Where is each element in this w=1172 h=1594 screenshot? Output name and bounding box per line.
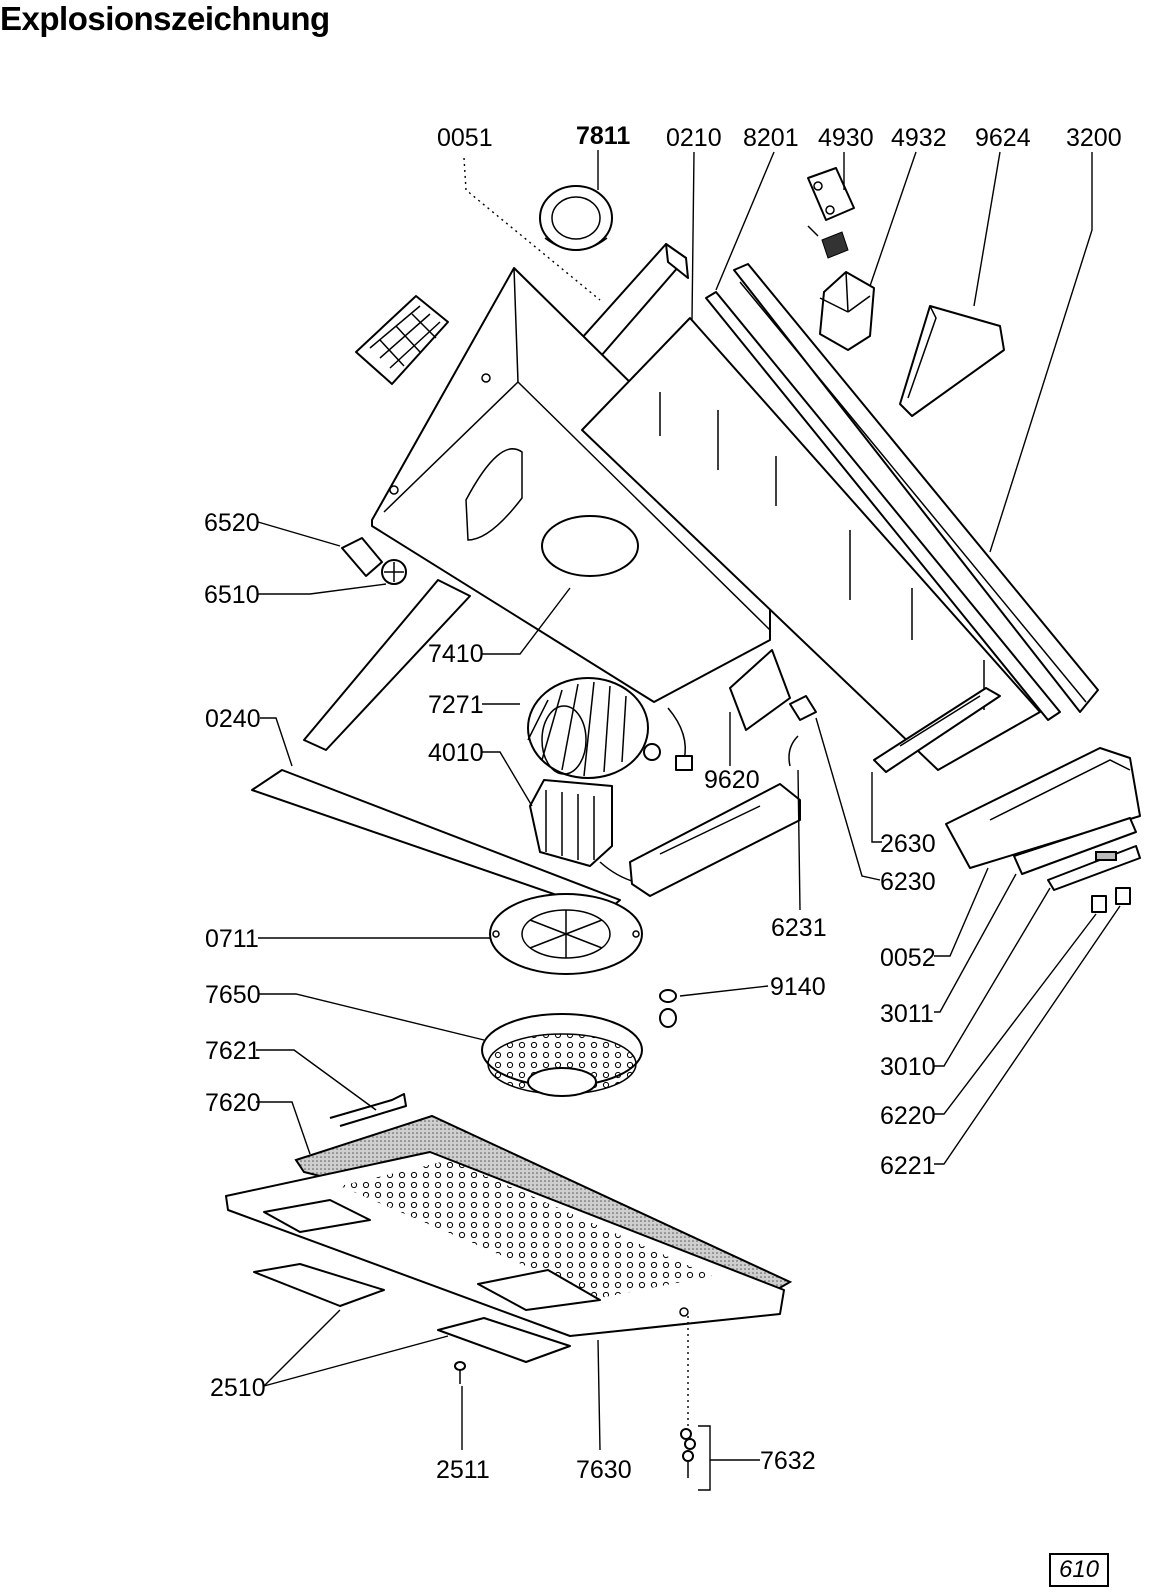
part-3200-side-profile [733, 263, 1099, 713]
label-6510: 6510 [204, 581, 260, 609]
label-7410: 7410 [428, 640, 484, 668]
part-7621-clip [329, 1093, 407, 1127]
part-7632-fastener-set [680, 1425, 711, 1491]
label-3011: 3011 [880, 1000, 934, 1028]
label-2511: 2511 [436, 1456, 490, 1484]
part-7811-duct-connector [539, 185, 613, 251]
part-0210-frame [581, 317, 1041, 771]
label-0052: 0052 [880, 944, 936, 972]
label-9624: 9624 [975, 124, 1031, 152]
label-0051: 0051 [437, 124, 493, 152]
part-9140-knobs [659, 989, 677, 1028]
label-6231: 6231 [771, 914, 827, 942]
label-8201: 8201 [743, 124, 799, 152]
label-2630: 2630 [880, 830, 936, 858]
page-title: Explosionszeichnung [0, 0, 330, 37]
label-4930: 4930 [818, 124, 874, 152]
part-4010-motor [529, 779, 645, 885]
part-hood-housing [371, 267, 771, 703]
label-6520: 6520 [204, 509, 260, 537]
part-6231-wire [788, 735, 799, 767]
part-7650-grease-filter [481, 1013, 643, 1097]
label-7811: 7811 [576, 122, 630, 150]
part-0240-strip-lower [251, 769, 621, 913]
label-0240: 0240 [205, 705, 261, 733]
part-2510-cover-right [437, 1317, 571, 1363]
part-0711-motor-plate [489, 893, 643, 975]
label-3200: 3200 [1066, 124, 1122, 152]
part-motor-channel [629, 783, 801, 897]
label-9140: 9140 [770, 973, 826, 1001]
label-6230: 6230 [880, 868, 936, 896]
label-7650: 7650 [205, 981, 261, 1009]
label-3010: 3010 [880, 1053, 936, 1081]
part-8201-rail [705, 291, 1061, 721]
label-0711: 0711 [205, 925, 259, 953]
part-3011-switch-cover [1013, 817, 1137, 875]
page-number: 610 [1049, 1553, 1109, 1587]
part-0052-control-panel [945, 747, 1141, 869]
part-cable-plug [643, 707, 693, 771]
part-labels: 0051 7811 0210 8201 4930 4932 9624 3200 … [204, 122, 1122, 1484]
part-carbon-filter [355, 295, 449, 385]
part-2511-screw [454, 1361, 466, 1384]
part-4930-control-board [807, 167, 855, 259]
part-9624-bracket [899, 305, 1005, 417]
label-7271: 7271 [428, 691, 484, 719]
label-4932: 4932 [891, 124, 947, 152]
label-6220: 6220 [880, 1102, 936, 1130]
part-7630-bottom-panel [225, 1151, 785, 1337]
part-0240-strip-upper [303, 579, 471, 751]
part-6230-clip [789, 695, 817, 721]
part-6520-lamp-holder [341, 537, 383, 577]
part-9620-cover [729, 649, 791, 731]
label-0210: 0210 [666, 124, 722, 152]
label-7632: 7632 [760, 1447, 816, 1475]
part-3010-switch-strip [1047, 845, 1141, 891]
label-2510: 2510 [210, 1374, 266, 1402]
label-9620: 9620 [704, 766, 760, 794]
part-6510-lamp [381, 559, 407, 585]
leader-lines [256, 150, 1121, 1461]
label-7630: 7630 [576, 1456, 632, 1484]
label-6221: 6221 [880, 1152, 936, 1180]
part-2630-bracket [873, 687, 1001, 773]
label-7621: 7621 [205, 1037, 261, 1065]
part-6220-6221-switches [1091, 887, 1131, 913]
part-4932-transformer [819, 271, 875, 351]
part-7271-fan-wheel [527, 677, 649, 779]
label-7620: 7620 [205, 1089, 261, 1117]
label-4010: 4010 [428, 739, 484, 767]
part-2510-cover-left [253, 1263, 385, 1307]
